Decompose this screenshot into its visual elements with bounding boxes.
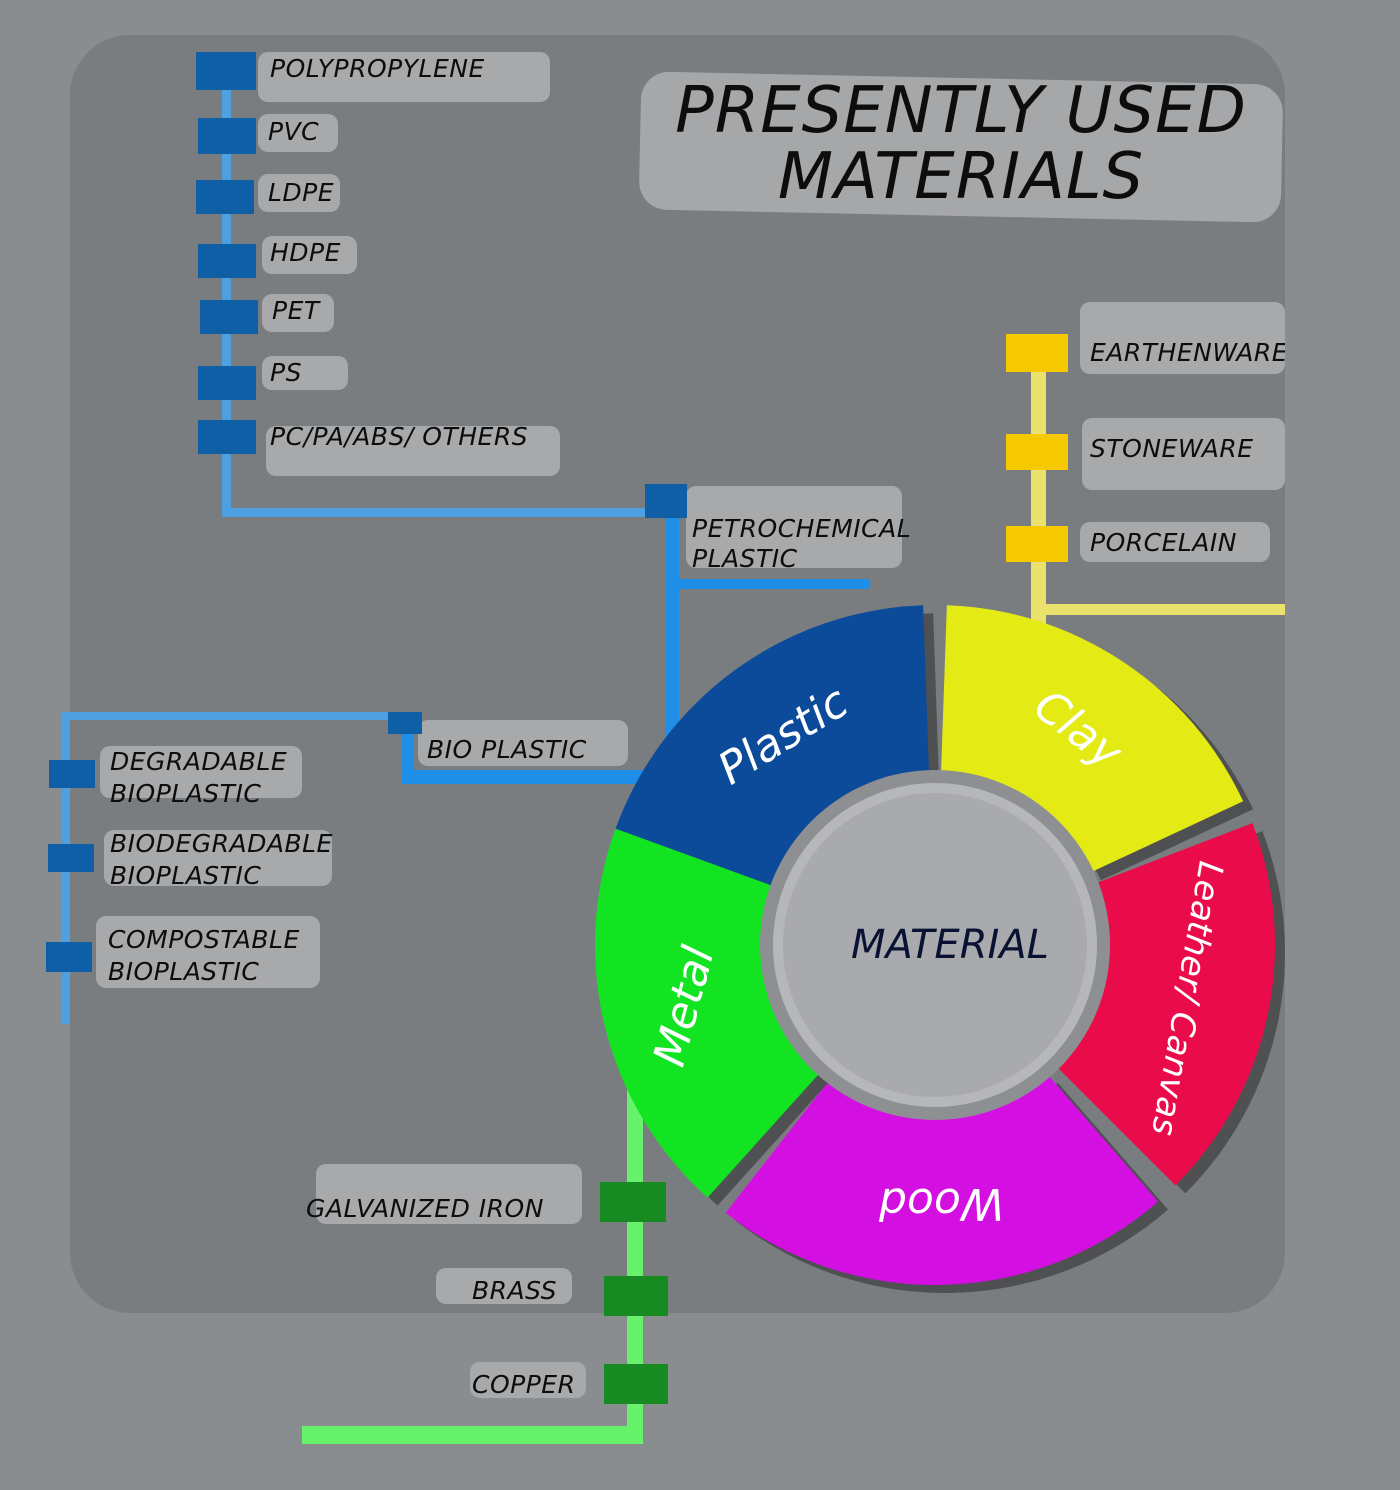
- pvc-label-bg: [258, 114, 338, 152]
- porcelain-label-bg: [1080, 522, 1270, 562]
- earthenware-label-bg: [1080, 302, 1285, 374]
- ps-node: [198, 366, 256, 400]
- title-line-2: MATERIALS: [777, 140, 1145, 214]
- stoneware-label-bg: [1082, 418, 1285, 490]
- copper-label: COPPER: [472, 1370, 576, 1399]
- bio-plastic-label-bg: [418, 720, 628, 766]
- ps-label: PS: [270, 358, 302, 387]
- brass-node: [604, 1276, 668, 1316]
- petrochemical-label-bg: [686, 486, 902, 568]
- ldpe-label: LDPE: [268, 178, 335, 207]
- compostable-label: COMPOSTABLE BIOPLASTIC: [108, 925, 300, 986]
- galvanized-label: GALVANIZED IRON: [306, 1194, 544, 1223]
- copper-label-bg: [470, 1362, 586, 1398]
- bio-top-line: [66, 712, 406, 720]
- brass-label: BRASS: [472, 1276, 557, 1305]
- others-label-bg: [266, 426, 560, 476]
- degradable-label-bg: [100, 746, 302, 798]
- hdpe-node: [198, 244, 256, 278]
- pet-label-bg: [262, 294, 334, 332]
- earthenware-label-clip: EARTHENWARE: [1080, 300, 1285, 380]
- galvanized-label-bg: [316, 1164, 582, 1224]
- ps-label-bg: [262, 356, 348, 390]
- polypropylene-label: POLYPROPYLENE: [270, 54, 485, 83]
- hdpe-label-bg: [262, 236, 357, 274]
- biodegradable-label: BIODEGRADABLE BIOPLASTIC: [110, 829, 333, 890]
- earthenware-label: EARTHENWARE: [1090, 338, 1285, 367]
- degradable-node: [49, 760, 95, 788]
- pet-node: [200, 300, 258, 334]
- ldpe-node: [196, 180, 254, 214]
- compostable-node: [46, 942, 92, 972]
- biodegradable-label-bg: [104, 830, 332, 886]
- copper-node: [604, 1364, 668, 1404]
- page-title: PRESENTLY USED MATERIALS: [640, 78, 1282, 210]
- stoneware-node: [1006, 434, 1068, 470]
- petro-stub-line: [665, 579, 870, 589]
- ldpe-label-bg: [258, 174, 340, 212]
- plastic-trunk-line: [665, 500, 679, 780]
- others-label: PC/PA/ABS/ OTHERS: [270, 422, 529, 451]
- bio-plastic-node: [388, 712, 422, 734]
- brass-label-bg: [436, 1268, 572, 1304]
- polypropylene-node: [196, 52, 256, 90]
- petrochemical-label: PETROCHEMICAL PLASTIC: [692, 514, 912, 573]
- biodegradable-node: [48, 844, 94, 872]
- earthenware-node: [1006, 334, 1068, 372]
- petro-vertical-line: [222, 62, 231, 517]
- degradable-label: DEGRADABLE BIOPLASTIC: [110, 747, 288, 808]
- polypropylene-label-bg: [258, 52, 550, 102]
- petrochemical-node: [645, 484, 687, 518]
- title-line-1: PRESENTLY USED: [675, 74, 1247, 148]
- clay-horizontal-line: [1031, 604, 1285, 615]
- pvc-label: PVC: [268, 117, 320, 146]
- compostable-label-bg: [96, 916, 320, 988]
- stoneware-label: STONEWARE: [1090, 434, 1254, 463]
- others-node: [198, 420, 256, 454]
- porcelain-node: [1006, 526, 1068, 562]
- pet-label: PET: [272, 296, 320, 325]
- pvc-node: [198, 118, 256, 154]
- clay-vertical-line: [1031, 368, 1046, 643]
- metal-horizontal-line: [302, 1426, 643, 1444]
- bio-connector-vertical: [401, 718, 414, 784]
- hdpe-label: HDPE: [270, 238, 341, 267]
- bio-connector-horizontal: [401, 770, 677, 784]
- bio-plastic-label: BIO PLASTIC: [427, 735, 587, 764]
- petro-horizontal-line: [222, 508, 677, 517]
- porcelain-label: PORCELAIN: [1090, 528, 1237, 557]
- galvanized-node: [600, 1182, 666, 1222]
